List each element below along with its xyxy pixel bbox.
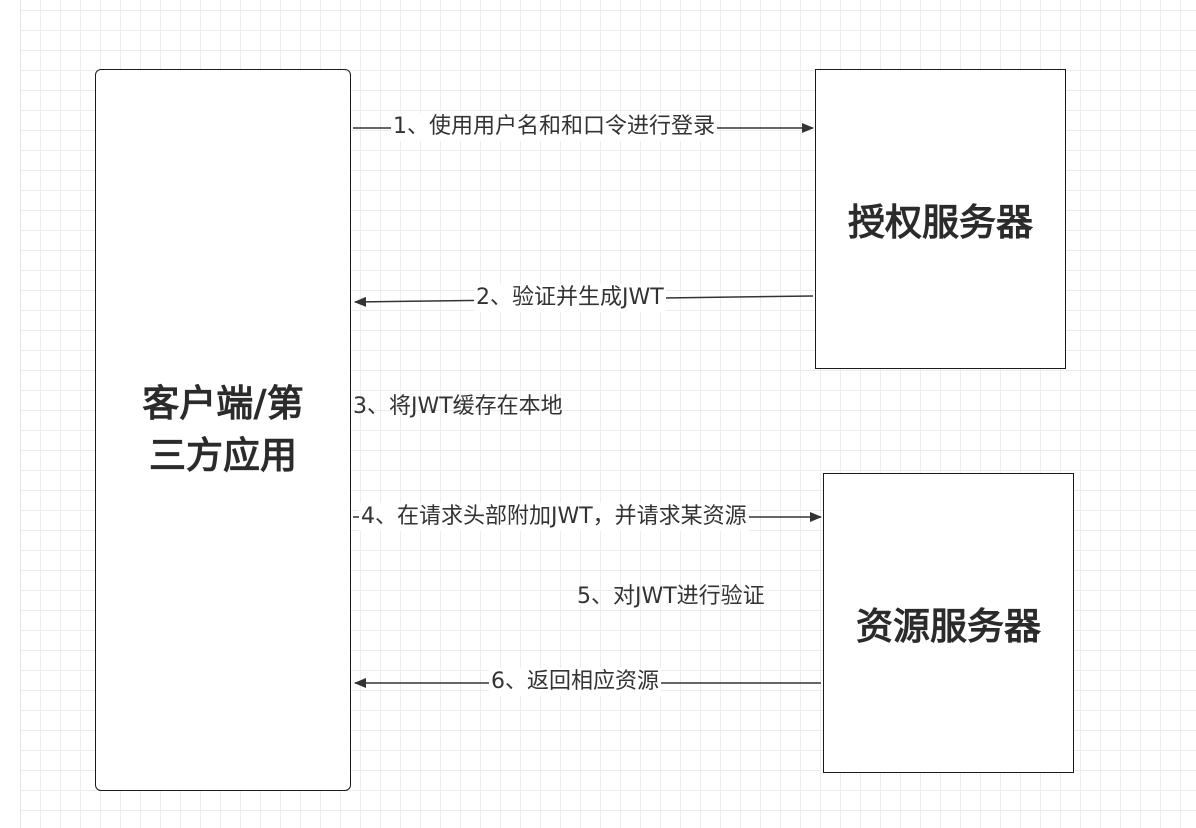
auth-server-label: 授权服务器 (848, 201, 1033, 244)
step-3-label: 3、将JWT缓存在本地 (353, 394, 563, 419)
resource-server-label: 资源服务器 (856, 605, 1041, 648)
step-4-label: 4、在请求头部附加JWT，并请求某资源 (359, 503, 749, 531)
client-app-label: 客户端/第三方应用 (142, 382, 304, 477)
step-5-label: 5、对JWT进行验证 (577, 584, 765, 609)
step-2-label: 2、验证并生成JWT (474, 284, 666, 312)
client-app-node[interactable]: 客户端/第三方应用 (95, 69, 351, 791)
step-6-label: 6、返回相应资源 (489, 668, 661, 696)
auth-server-node[interactable]: 授权服务器 (815, 69, 1066, 369)
resource-server-node[interactable]: 资源服务器 (823, 473, 1074, 773)
step-1-label: 1、使用用户名和和口令进行登录 (391, 113, 717, 141)
canvas-left-margin (0, 0, 21, 828)
